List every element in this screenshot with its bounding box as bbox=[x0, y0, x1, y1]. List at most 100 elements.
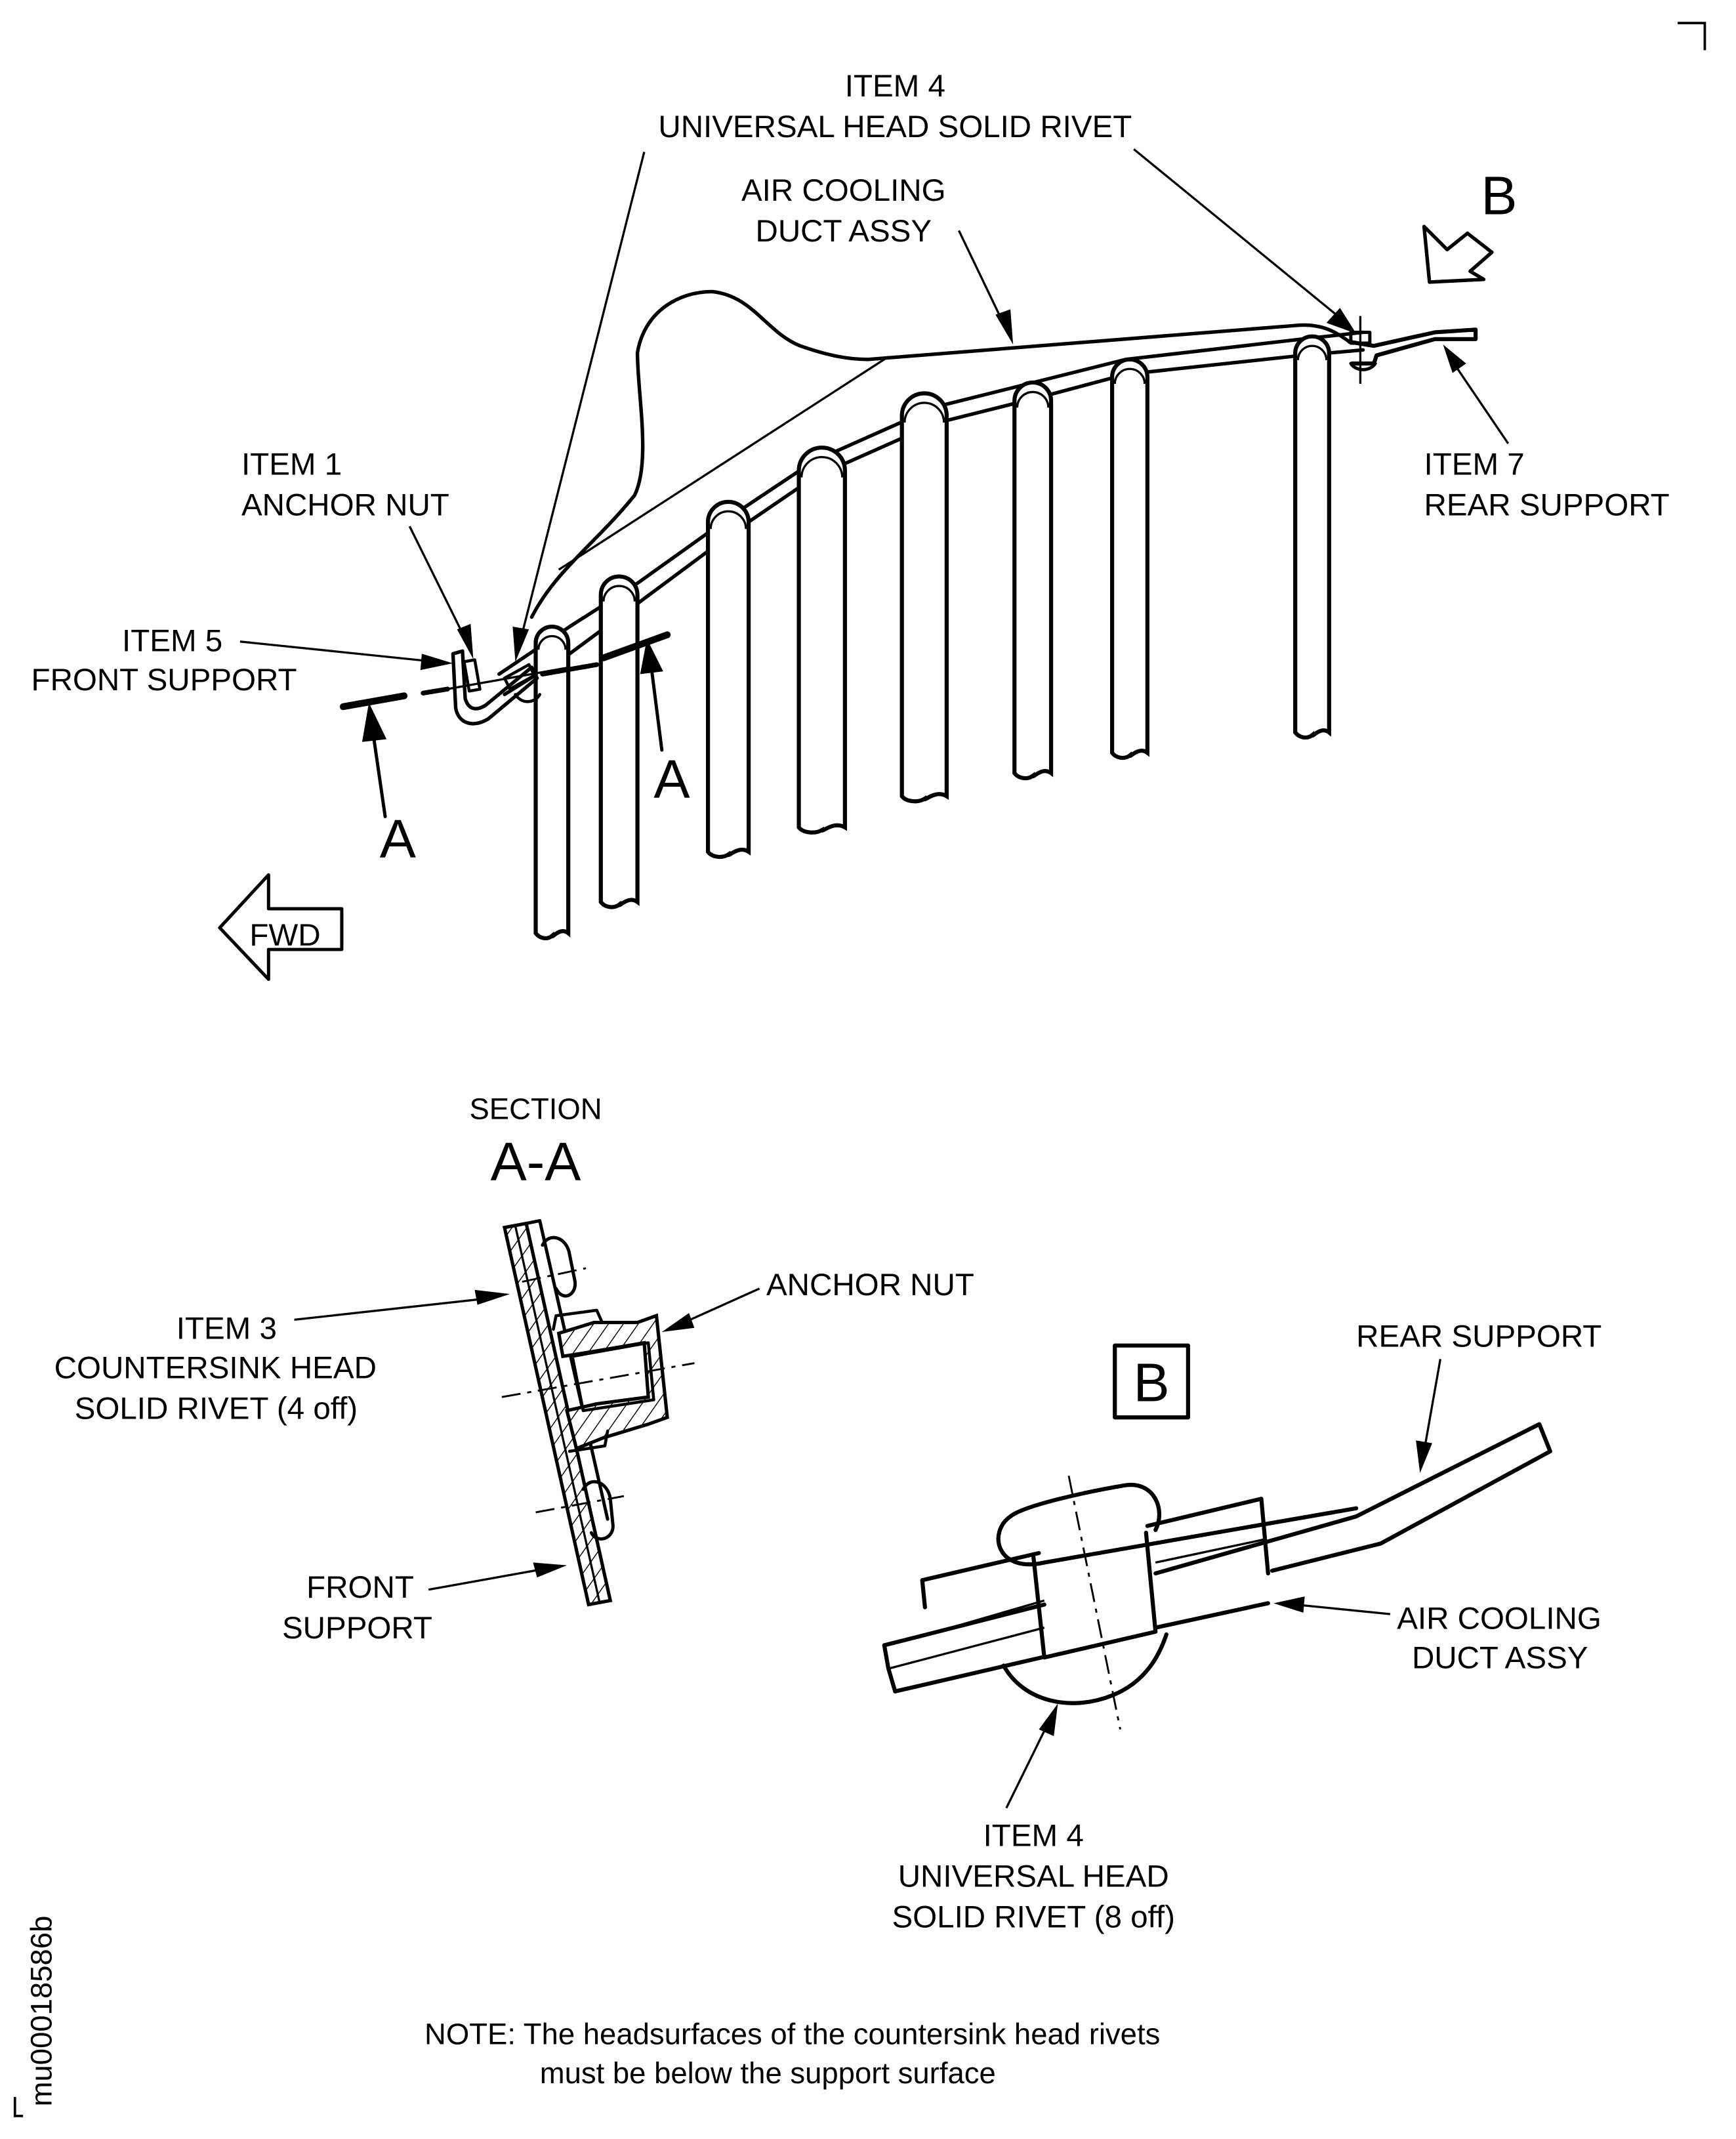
item7-leader-head bbox=[1443, 344, 1466, 373]
item4-b-leader bbox=[1005, 1722, 1050, 1809]
upper-rivet-centerline bbox=[522, 1267, 587, 1283]
item1-leader bbox=[408, 526, 469, 645]
item1-label-line2: ANCHOR NUT bbox=[241, 488, 449, 523]
view-b-title-box bbox=[1113, 1343, 1190, 1420]
view-b-detail: B REAR SUPPORT AIR COOLING DUCT ASSY ITE… bbox=[882, 1319, 1602, 1935]
rear-support-bracket bbox=[1347, 327, 1478, 366]
view-b-marker: B bbox=[1481, 165, 1517, 226]
fwd-arrow-label: FWD bbox=[249, 918, 320, 953]
item4-b-leader-head bbox=[1039, 1703, 1058, 1737]
rear-support-strip bbox=[882, 1422, 1552, 1648]
cooling-tube-rim bbox=[537, 634, 567, 650]
corner-mark-top-right bbox=[1678, 22, 1706, 51]
rear-support-label: REAR SUPPORT bbox=[1356, 1319, 1602, 1354]
section-aa-title-line1: SECTION bbox=[469, 1092, 602, 1125]
cooling-tube bbox=[899, 391, 949, 804]
lower-rivet-head bbox=[581, 1480, 615, 1541]
cooling-tube bbox=[705, 499, 751, 860]
anchor-nut-bore bbox=[571, 1341, 655, 1413]
rear-support-leader-head bbox=[1416, 1440, 1432, 1473]
front-support-plate-inner bbox=[514, 1226, 601, 1602]
rivet-shank bbox=[1031, 1530, 1158, 1660]
item3-label-line3: SOLID RIVET (4 off) bbox=[75, 1391, 358, 1426]
cooling-tube bbox=[796, 446, 847, 835]
item7-label-line1: ITEM 7 bbox=[1424, 447, 1525, 482]
cooling-tube bbox=[598, 574, 640, 909]
rivet-centerline bbox=[1067, 1475, 1121, 1730]
section-arrow-right-shaft bbox=[649, 663, 664, 752]
upper-rivet-head bbox=[541, 1236, 577, 1298]
view-b-arrow bbox=[1422, 224, 1494, 284]
item3-leader bbox=[294, 1297, 491, 1321]
anchor-nut-flange-bottom bbox=[568, 1429, 610, 1453]
item5-label-line1: ITEM 5 bbox=[122, 623, 222, 658]
cooling-tube bbox=[1293, 334, 1331, 740]
item3-label-line1: ITEM 3 bbox=[176, 1311, 277, 1346]
item5-leader bbox=[239, 640, 437, 663]
item4-leader-left-head bbox=[512, 627, 529, 662]
item1-label-line1: ITEM 1 bbox=[241, 447, 342, 482]
item5-leader-head bbox=[420, 654, 453, 671]
anchor-nut-flange-top bbox=[552, 1308, 604, 1331]
duct-assy-leader-head bbox=[1273, 1596, 1305, 1613]
anchor-nut-leader bbox=[677, 1287, 760, 1327]
duct-inner-line bbox=[558, 356, 889, 571]
drawing-id: mu00018586b bbox=[25, 1916, 58, 2107]
anchor-nut-body bbox=[463, 658, 482, 693]
section-aa-view: SECTION A-A ANCHOR NUT ITEM 3 COUNTERSIN… bbox=[54, 1092, 974, 1646]
tube-array bbox=[533, 334, 1331, 941]
note-line1: NOTE: The headsurfaces of the countersin… bbox=[424, 2017, 1160, 2050]
note-line2: must be below the support surface bbox=[540, 2056, 996, 2090]
anchor-nut-label: ANCHOR NUT bbox=[766, 1268, 974, 1302]
duct-assy-label-line1: AIR COOLING bbox=[1397, 1602, 1602, 1636]
section-marker-left: A bbox=[380, 808, 416, 869]
section-line-a-dash bbox=[421, 662, 600, 696]
section-arrow-right-head bbox=[640, 638, 663, 675]
cooling-tube-rim bbox=[903, 402, 945, 423]
front-support-label-line1: FRONT bbox=[306, 1570, 414, 1605]
item7-leader bbox=[1450, 358, 1510, 444]
item4-leader-left bbox=[518, 152, 646, 645]
rear-support-top bbox=[1042, 1506, 1359, 1565]
cooling-tube-rim bbox=[1296, 344, 1328, 360]
section-aa-title-line2: A-A bbox=[491, 1131, 581, 1192]
view-b-title: B bbox=[1133, 1352, 1169, 1413]
rivet-manufactured-head bbox=[1001, 1632, 1168, 1705]
cooling-tube-rim bbox=[1113, 367, 1146, 384]
lower-plate-inner bbox=[889, 1627, 1045, 1670]
section-line-a bbox=[339, 692, 408, 711]
item4-b-label-line2: UNIVERSAL HEAD bbox=[898, 1859, 1169, 1894]
cooling-tube bbox=[533, 625, 571, 941]
rear-rivet-tail bbox=[1349, 362, 1377, 371]
anchor-nut-centerline bbox=[501, 1362, 695, 1398]
section-line-a-right bbox=[600, 631, 671, 661]
item7-label-line2: REAR SUPPORT bbox=[1424, 488, 1670, 523]
duct-assy-label-line2: DUCT ASSY bbox=[1412, 1641, 1588, 1676]
duct-leader-head bbox=[995, 309, 1014, 345]
duct-outline bbox=[529, 289, 1352, 619]
section-line-thin bbox=[447, 666, 570, 690]
main-view: A A B FWD ITEM 4 UNIVERSAL HEAD SOLID RI… bbox=[31, 69, 1670, 982]
cooling-tube-rim bbox=[602, 585, 636, 602]
rivet-formed-head bbox=[996, 1482, 1162, 1567]
lower-rivet-centerline bbox=[535, 1495, 625, 1514]
duct-layer-inner bbox=[927, 1538, 1264, 1636]
corner-mark-bottom-left bbox=[13, 2096, 24, 2117]
item3-label-line2: COUNTERSINK HEAD bbox=[54, 1350, 377, 1385]
duct-label-line1: AIR COOLING bbox=[741, 173, 946, 208]
front-rivet-tail bbox=[514, 693, 542, 703]
anchor-nut-leader-head bbox=[661, 1313, 695, 1333]
front-rivet bbox=[503, 663, 536, 691]
section-arrow-left-head bbox=[362, 702, 387, 742]
item4-label-line1: ITEM 4 bbox=[845, 69, 945, 104]
item4-leader-right-head bbox=[1326, 308, 1357, 334]
duct-label-line2: DUCT ASSY bbox=[756, 214, 932, 249]
duct-assy-leader bbox=[1294, 1603, 1391, 1615]
item5-label-line2: FRONT SUPPORT bbox=[31, 663, 297, 697]
item4-b-label-line3: SOLID RIVET (8 off) bbox=[892, 1900, 1174, 1935]
duct-layer bbox=[920, 1497, 1270, 1609]
section-arrow-left-shaft bbox=[371, 730, 387, 818]
front-support-label-line2: SUPPORT bbox=[282, 1611, 432, 1646]
rear-support-leader bbox=[1422, 1359, 1441, 1452]
